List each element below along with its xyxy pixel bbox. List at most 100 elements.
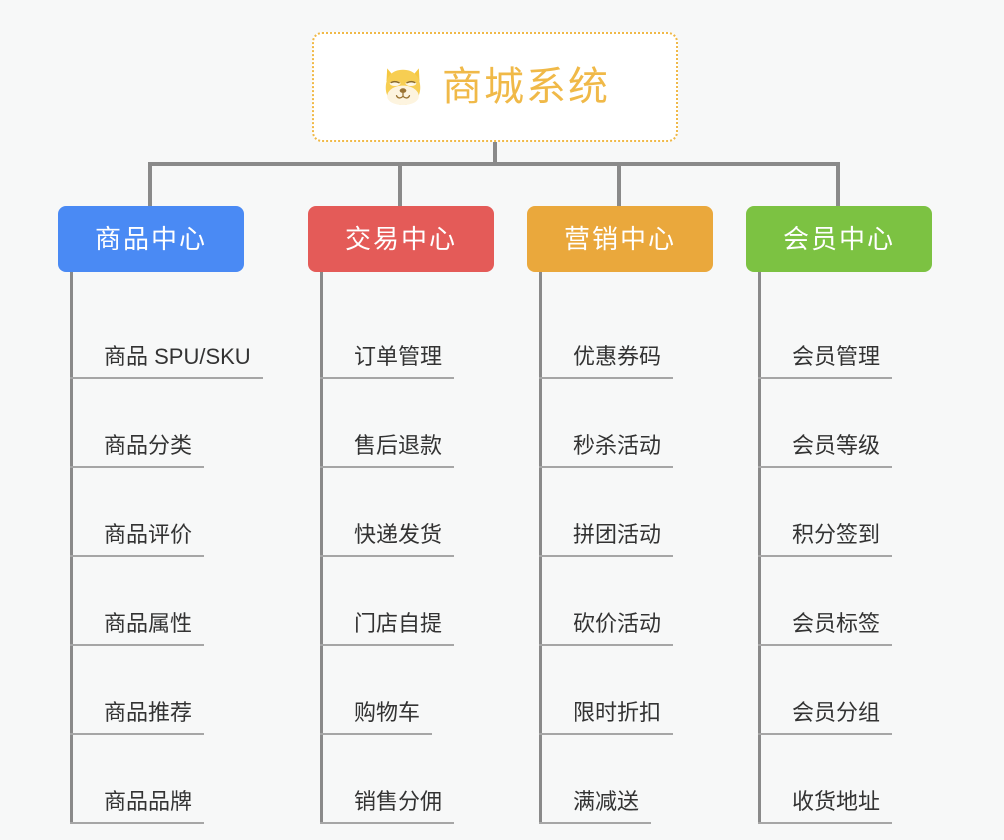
leaf-label: 购物车 xyxy=(354,700,421,725)
leaf-item[interactable]: 砍价活动 xyxy=(539,557,747,646)
leaf-item[interactable]: 积分签到 xyxy=(758,468,966,557)
leaf-label: 砍价活动 xyxy=(573,611,662,636)
leaf-label: 商品 SPU/SKU xyxy=(104,344,251,369)
leaf-underline xyxy=(70,377,263,379)
leaf-label: 秒杀活动 xyxy=(573,433,662,458)
leaf-item[interactable]: 商品 SPU/SKU xyxy=(70,290,278,379)
category-node-1[interactable]: 交易中心 xyxy=(308,206,494,272)
leaf-label: 积分签到 xyxy=(792,522,881,547)
leaf-item[interactable]: 满减送 xyxy=(539,735,747,824)
leaf-label: 会员分组 xyxy=(792,700,881,725)
branch-column-0: 商品中心 商品 SPU/SKU 商品分类 商品评价 商品属性 商品推荐 xyxy=(58,206,278,824)
leaf-label: 商品品牌 xyxy=(104,789,193,814)
branch-column-1: 交易中心 订单管理 售后退款 快递发货 门店自提 购物车 xyxy=(308,206,528,824)
leaf-underline xyxy=(320,555,454,557)
leaf-underline xyxy=(539,377,673,379)
leaf-underline xyxy=(539,555,673,557)
leaf-item[interactable]: 秒杀活动 xyxy=(539,379,747,468)
leaf-item[interactable]: 商品属性 xyxy=(70,557,278,646)
leaf-list-3: 会员管理 会员等级 积分签到 会员标签 会员分组 收货地址 xyxy=(758,272,966,824)
branch-spine-3 xyxy=(758,272,761,824)
leaf-underline xyxy=(758,644,892,646)
leaf-label: 会员管理 xyxy=(792,344,881,369)
leaf-item[interactable]: 拼团活动 xyxy=(539,468,747,557)
leaf-label: 会员标签 xyxy=(792,611,881,636)
leaf-underline xyxy=(758,555,892,557)
shiba-dog-face-icon xyxy=(385,68,421,105)
branch-spine-0 xyxy=(70,272,73,824)
leaf-item[interactable]: 快递发货 xyxy=(320,468,528,557)
leaf-underline xyxy=(758,466,892,468)
leaf-underline xyxy=(320,733,432,735)
leaf-item[interactable]: 会员分组 xyxy=(758,646,966,735)
leaf-underline xyxy=(539,733,673,735)
leaf-label: 商品评价 xyxy=(104,522,193,547)
leaf-label: 快递发货 xyxy=(354,522,443,547)
leaf-item[interactable]: 会员等级 xyxy=(758,379,966,468)
connector-drop-2 xyxy=(617,162,621,208)
leaf-list-2: 优惠券码 秒杀活动 拼团活动 砍价活动 限时折扣 满减送 xyxy=(539,272,747,824)
connector-drop-1 xyxy=(398,162,402,208)
leaf-underline xyxy=(70,466,204,468)
root-node[interactable]: 商城系统 xyxy=(312,32,678,142)
leaf-item[interactable]: 商品评价 xyxy=(70,468,278,557)
leaf-underline xyxy=(320,466,454,468)
category-node-3[interactable]: 会员中心 xyxy=(746,206,932,272)
branch-spine-2 xyxy=(539,272,542,824)
leaf-label: 销售分佣 xyxy=(354,789,443,814)
leaf-item[interactable]: 购物车 xyxy=(320,646,528,735)
leaf-underline xyxy=(320,644,454,646)
leaf-underline xyxy=(539,822,651,824)
category-label-2: 营销中心 xyxy=(563,224,676,254)
leaf-item[interactable]: 限时折扣 xyxy=(539,646,747,735)
leaf-item[interactable]: 门店自提 xyxy=(320,557,528,646)
leaf-label: 满减送 xyxy=(573,789,640,814)
connector-root-stem xyxy=(493,142,497,166)
leaf-label: 商品分类 xyxy=(104,433,193,458)
leaf-underline xyxy=(539,466,673,468)
leaf-item[interactable]: 售后退款 xyxy=(320,379,528,468)
leaf-label: 限时折扣 xyxy=(573,700,662,725)
branch-spine-1 xyxy=(320,272,323,824)
leaf-label: 商品属性 xyxy=(104,611,193,636)
leaf-list-1: 订单管理 售后退款 快递发货 门店自提 购物车 销售分佣 xyxy=(320,272,528,824)
leaf-underline xyxy=(758,733,892,735)
leaf-label: 售后退款 xyxy=(354,433,443,458)
category-node-0[interactable]: 商品中心 xyxy=(58,206,244,272)
connector-drop-0 xyxy=(148,162,152,208)
leaf-item[interactable]: 会员标签 xyxy=(758,557,966,646)
leaf-label: 门店自提 xyxy=(354,611,443,636)
leaf-item[interactable]: 商品品牌 xyxy=(70,735,278,824)
leaf-underline xyxy=(758,822,892,824)
category-node-2[interactable]: 营销中心 xyxy=(527,206,713,272)
leaf-underline xyxy=(320,377,454,379)
leaf-label: 订单管理 xyxy=(354,344,443,369)
leaf-label: 拼团活动 xyxy=(573,522,662,547)
leaf-label: 收货地址 xyxy=(792,789,881,814)
branch-column-3: 会员中心 会员管理 会员等级 积分签到 会员标签 会员分组 xyxy=(746,206,966,824)
category-label-3: 会员中心 xyxy=(782,224,895,254)
connector-drop-3 xyxy=(836,162,840,208)
leaf-item[interactable]: 商品推荐 xyxy=(70,646,278,735)
connector-horizontal-bar xyxy=(148,162,840,166)
leaf-underline xyxy=(539,644,673,646)
leaf-underline xyxy=(320,822,454,824)
branch-column-2: 营销中心 优惠券码 秒杀活动 拼团活动 砍价活动 限时折扣 xyxy=(527,206,747,824)
leaf-item[interactable]: 订单管理 xyxy=(320,290,528,379)
root-title: 商城系统 xyxy=(442,65,610,109)
leaf-underline xyxy=(70,555,204,557)
leaf-label: 优惠券码 xyxy=(573,344,662,369)
leaf-item[interactable]: 销售分佣 xyxy=(320,735,528,824)
leaf-label: 商品推荐 xyxy=(104,700,193,725)
leaf-list-0: 商品 SPU/SKU 商品分类 商品评价 商品属性 商品推荐 商品品牌 xyxy=(70,272,278,824)
leaf-item[interactable]: 会员管理 xyxy=(758,290,966,379)
leaf-underline xyxy=(70,822,204,824)
leaf-underline xyxy=(758,377,892,379)
leaf-label: 会员等级 xyxy=(792,433,881,458)
leaf-item[interactable]: 优惠券码 xyxy=(539,290,747,379)
category-label-0: 商品中心 xyxy=(94,224,207,254)
leaf-item[interactable]: 收货地址 xyxy=(758,735,966,824)
leaf-item[interactable]: 商品分类 xyxy=(70,379,278,468)
category-label-1: 交易中心 xyxy=(344,224,457,254)
